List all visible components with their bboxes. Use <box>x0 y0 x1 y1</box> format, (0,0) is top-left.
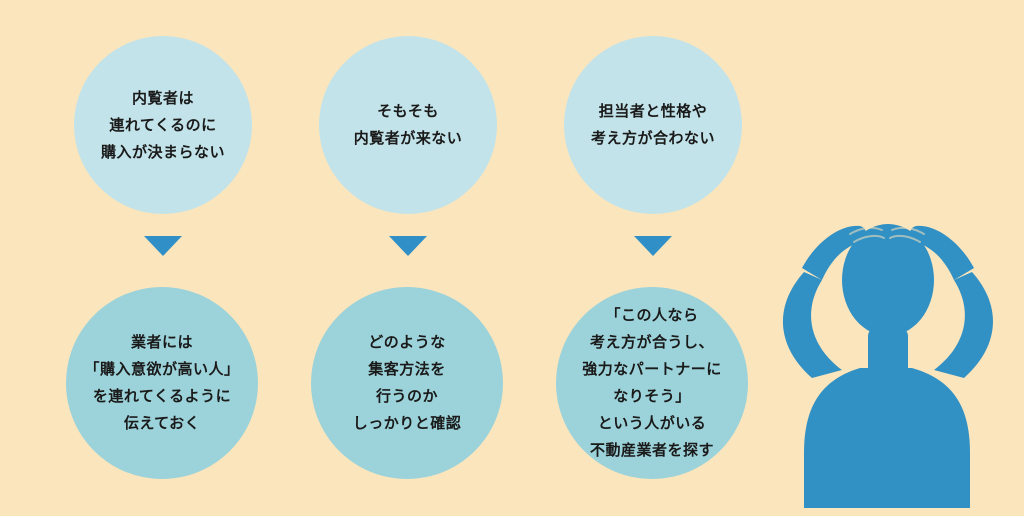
problem-text-1: 内覧者は 連れてくるのに 購入が決まらない <box>100 88 225 161</box>
solution-circle-1: 業者には 「購入意欲が高い人」 を連れてくるように 伝えておく <box>66 287 258 479</box>
solution-text-1: 業者には 「購入意欲が高い人」 を連れてくるように 伝えておく <box>84 333 240 432</box>
problem-circle-1: 内覧者は 連れてくるのに 購入が決まらない <box>74 36 252 214</box>
arrow-down-icon <box>634 236 672 256</box>
arrow-down-icon <box>144 236 182 256</box>
problem-text-3: 担当者と性格や 考え方が合わない <box>590 102 715 147</box>
solution-circle-2: どのような 集客方法を 行うのか しっかりと確認 <box>311 287 503 479</box>
solution-text-2: どのような 集客方法を 行うのか しっかりと確認 <box>352 333 462 432</box>
arrow-down-icon <box>389 236 427 256</box>
problem-circle-3: 担当者と性格や 考え方が合わない <box>564 36 742 214</box>
problem-text-2: そもそも 内覧者が来ない <box>353 102 463 147</box>
solution-circle-3: 「この人なら 考え方が合うし、 強力なパートナーに なりそう」 という人がいる … <box>556 287 748 479</box>
worried-person-icon <box>782 224 994 508</box>
solution-text-3: 「この人なら 考え方が合うし、 強力なパートナーに なりそう」 という人がいる … <box>582 306 722 459</box>
problem-circle-2: そもそも 内覧者が来ない <box>319 36 497 214</box>
